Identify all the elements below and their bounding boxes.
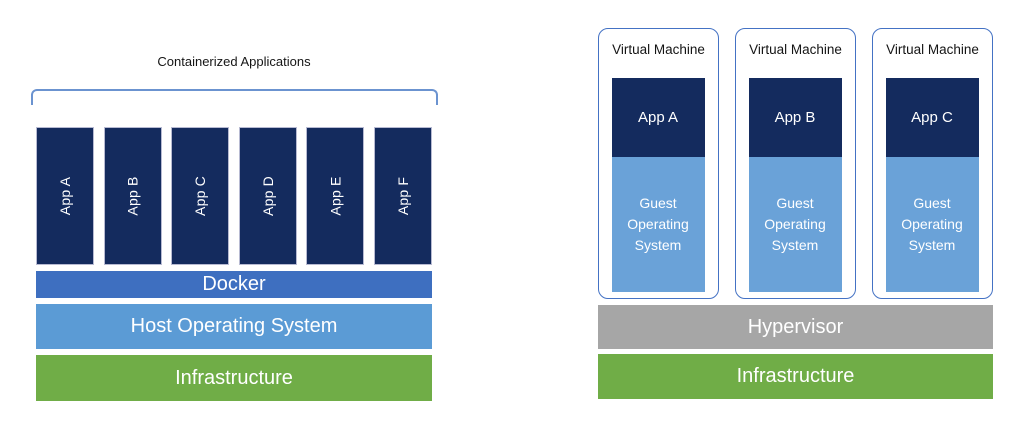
containerized-apps-brace xyxy=(31,89,438,105)
vm-2-stack: App B Guest Operating System xyxy=(748,78,842,292)
container-app-a: App A xyxy=(36,127,94,265)
vm-3-stack: App C Guest Operating System xyxy=(885,78,979,292)
vm-3-app: App C xyxy=(885,78,979,157)
vm-2-guest-os: Guest Operating System xyxy=(748,157,842,292)
container-app-e: App E xyxy=(306,127,365,265)
vm-card-1: Virtual Machine App A Guest Operating Sy… xyxy=(598,28,719,299)
vm-card-3: Virtual Machine App C Guest Operating Sy… xyxy=(872,28,993,299)
vm-2-app: App B xyxy=(748,78,842,157)
container-app-c-label: App C xyxy=(192,176,209,216)
container-app-f-label: App F xyxy=(394,176,411,216)
host-os-layer: Host Operating System xyxy=(36,304,432,349)
containerized-apps-title: Containerized Applications xyxy=(157,54,311,69)
infrastructure-layer-left: Infrastructure xyxy=(36,355,432,401)
docker-layer: Docker xyxy=(36,271,432,298)
container-app-a-label: App A xyxy=(57,176,73,216)
vm-1-stack: App A Guest Operating System xyxy=(611,78,705,292)
vm-row: Virtual Machine App A Guest Operating Sy… xyxy=(598,28,993,299)
container-apps-row: App A App B App C App D App E App F xyxy=(36,127,432,265)
container-app-b: App B xyxy=(103,127,162,265)
container-app-e-label: App E xyxy=(327,176,344,216)
vm-3-guest-os: Guest Operating System xyxy=(885,157,979,292)
vm-card-2: Virtual Machine App B Guest Operating Sy… xyxy=(735,28,856,299)
vm-1-guest-os: Guest Operating System xyxy=(611,157,705,292)
vm-1-title: Virtual Machine xyxy=(612,42,705,57)
container-app-c: App C xyxy=(171,127,230,265)
container-app-d-label: App D xyxy=(259,176,276,216)
infrastructure-layer-right: Infrastructure xyxy=(598,354,993,399)
hypervisor-layer: Hypervisor xyxy=(598,305,993,349)
vm-3-title: Virtual Machine xyxy=(886,42,979,57)
container-app-f: App F xyxy=(373,127,432,265)
vm-1-app: App A xyxy=(611,78,705,157)
vm-2-title: Virtual Machine xyxy=(749,42,842,57)
container-app-b-label: App B xyxy=(124,176,141,216)
container-app-d: App D xyxy=(238,127,297,265)
